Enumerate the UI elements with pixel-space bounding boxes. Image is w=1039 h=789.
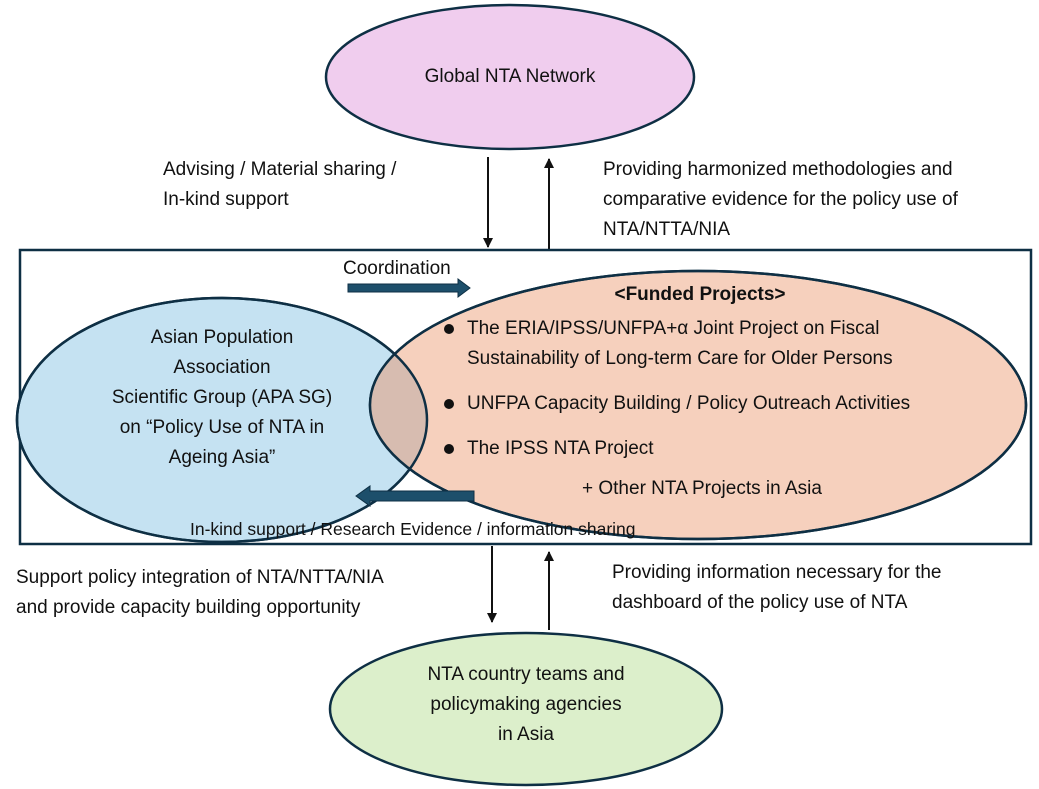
dashboard-info-edge-label: Providing information necessary for the … (612, 558, 942, 618)
country-teams-label: NTA country teams and policymaking agenc… (366, 660, 686, 750)
in-kind-support-edge-label: In-kind support / Research Evidence / in… (190, 514, 636, 544)
in-kind-label-text: In-kind support / Research Evidence / in… (190, 519, 636, 539)
country-label-line: policymaking agencies (430, 694, 622, 715)
edge-label-line: Advising / Material sharing / (163, 159, 397, 180)
country-label-line: in Asia (498, 724, 554, 745)
edge-label-line: and provide capacity building opportunit… (16, 597, 361, 618)
edge-label-line: Support policy integration of NTA/NTTA/N… (16, 567, 384, 588)
coordination-label-text: Coordination (343, 258, 451, 279)
country-label-line: NTA country teams and (427, 664, 625, 685)
apa-label-line: Scientific Group (APA SG) (111, 387, 333, 408)
edge-label-line: Providing harmonized methodologies and (603, 159, 953, 180)
coordination-arrow (347, 278, 471, 298)
other-projects-label: + Other NTA Projects in Asia (582, 474, 822, 504)
coordination-label: Coordination (343, 254, 451, 284)
apa-label-line: Association (173, 357, 271, 378)
global-label-text: Global NTA Network (424, 66, 596, 87)
feedback-arrow (355, 485, 475, 507)
bullet-dot (444, 399, 454, 409)
advising-edge-label: Advising / Material sharing / In-kind su… (163, 155, 396, 215)
funded-projects-title: <Funded Projects> (560, 280, 840, 310)
apa-sg-outline (15, 296, 429, 544)
country-teams-node (328, 631, 724, 787)
item-line: Sustainability of Long-term Care for Old… (467, 348, 893, 369)
policy-integration-edge-label: Support policy integration of NTA/NTTA/N… (16, 563, 384, 623)
item-line: The ERIA/IPSS/UNFPA+α Joint Project on F… (467, 318, 880, 339)
harmonized-edge-label: Providing harmonized methodologies and c… (603, 155, 958, 245)
funded-project-item: UNFPA Capacity Building / Policy Outreac… (467, 389, 910, 419)
other-projects-text: + Other NTA Projects in Asia (582, 478, 822, 499)
global-nta-network-label: Global NTA Network (330, 62, 690, 92)
apa-label-line: Asian Population (150, 327, 294, 348)
apa-label-line: Ageing Asia” (168, 447, 276, 468)
funded-projects-outline (368, 269, 1028, 541)
funded-title-text: <Funded Projects> (614, 284, 786, 305)
edge-label-line: dashboard of the policy use of NTA (612, 592, 908, 613)
edge-label-line: Providing information necessary for the (612, 562, 942, 583)
item-line: UNFPA Capacity Building / Policy Outreac… (467, 393, 911, 414)
edge-label-line: In-kind support (163, 189, 289, 210)
item-line: The IPSS NTA Project (467, 438, 654, 459)
edge-label-line: NTA/NTTA/NIA (603, 219, 731, 240)
bullet-dot (444, 324, 454, 334)
apa-label-line: on “Policy Use of NTA in (119, 417, 325, 438)
apa-sg-label: Asian Population Association Scientific … (62, 323, 382, 473)
global-nta-network-node (324, 3, 696, 151)
funded-project-item: The ERIA/IPSS/UNFPA+α Joint Project on F… (467, 314, 893, 374)
funded-project-item: The IPSS NTA Project (467, 434, 654, 464)
bullet-dot (444, 444, 454, 454)
edge-label-line: comparative evidence for the policy use … (603, 189, 958, 210)
